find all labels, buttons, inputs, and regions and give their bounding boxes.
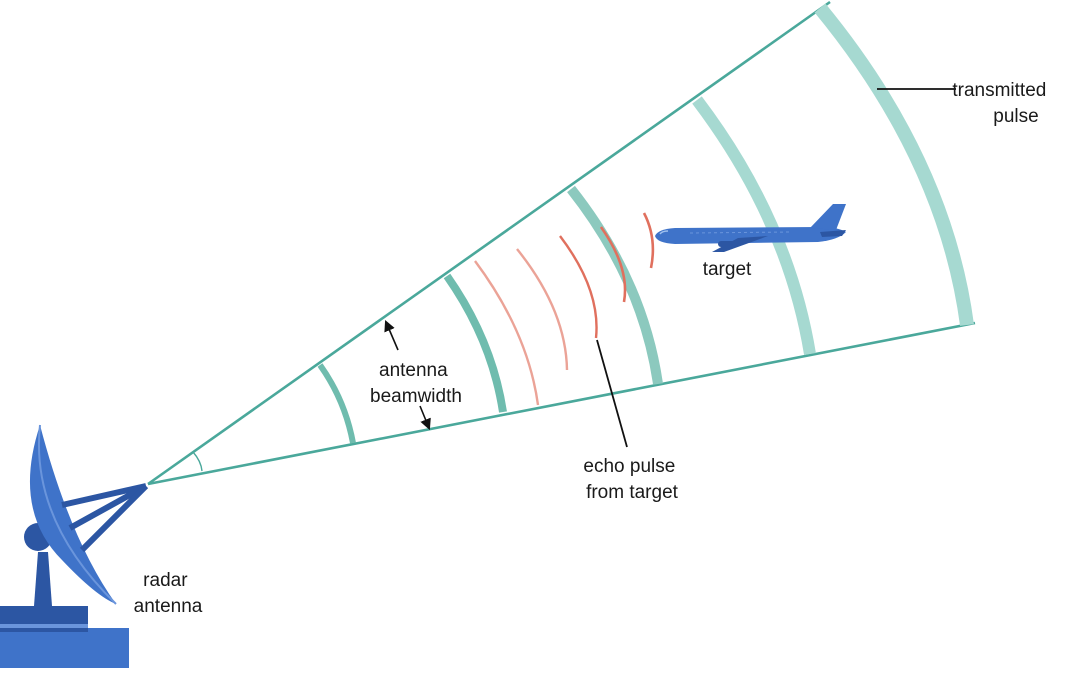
beamwidth-arrow-lower [419, 405, 431, 431]
transmitted-pulse-label: transmitted pulse [952, 80, 1051, 127]
radar-dish-icon [0, 424, 149, 668]
pulse-wavefront-1 [317, 363, 356, 444]
beam-lower-edge [147, 321, 976, 486]
echo-pulse-leader [596, 339, 628, 448]
echo-pulse-label: echo pulse from target [583, 456, 680, 503]
target-label: target [703, 259, 752, 280]
beamwidth-angle-arc [192, 451, 203, 472]
beam-upper-edge [147, 0, 831, 486]
echo-arc-2 [599, 226, 627, 303]
echo-arc-3 [559, 235, 598, 339]
radar-antenna-label: radar antenna [134, 570, 203, 617]
pulse-wavefront-3 [567, 185, 663, 385]
echo-arc-4 [516, 248, 569, 371]
transmitted-pulse-wavefront [814, 3, 974, 326]
antenna-beamwidth-label: antenna beamwidth [370, 360, 462, 407]
pulse-wavefront-4 [692, 96, 816, 355]
echo-arc-1 [642, 212, 655, 269]
echo-arc-5 [474, 260, 540, 406]
airplane-icon [655, 204, 846, 252]
beamwidth-arrow-upper [384, 319, 399, 351]
pulse-wavefront-2 [443, 273, 507, 413]
